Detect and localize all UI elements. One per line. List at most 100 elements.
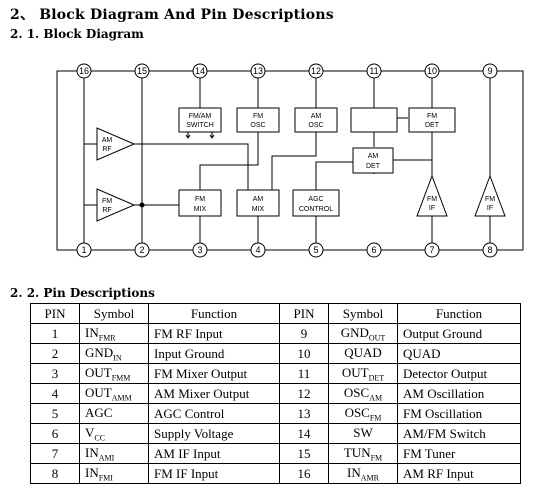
block-fm-det — [408, 107, 456, 133]
symbol-text: OUT — [85, 384, 112, 400]
top-pin-label: 15 — [137, 66, 147, 76]
top-pin-circle — [308, 63, 324, 79]
function-cell: FM RF Input — [148, 323, 280, 344]
symbol-cell: INFMR — [79, 323, 149, 344]
symbol-cell: OSCFM — [328, 403, 398, 424]
pin-desc-title: 2. 2. Pin Descriptions — [10, 286, 155, 300]
label-fmosc-2: OSC — [250, 122, 265, 129]
symbol-text: IN — [347, 464, 361, 480]
function-cell: AM RF Input — [397, 463, 521, 484]
symbol-text: IN — [85, 444, 99, 460]
symbol-cell: INAMR — [328, 463, 398, 484]
bottom-pin-circle — [366, 242, 382, 258]
symbol-subscript: DET — [368, 373, 385, 383]
bottom-pin-circle — [192, 242, 208, 258]
label-fmrf-1: FM — [102, 198, 112, 205]
top-pin-label: 11 — [369, 66, 378, 76]
symbol-subscript: FM — [370, 453, 383, 463]
function-cell: Detector Output — [397, 363, 521, 384]
amp-fm-rf — [96, 188, 136, 222]
bottom-pin-label: 4 — [255, 245, 260, 255]
block-am-det — [352, 147, 394, 174]
amp-am-rf — [96, 127, 136, 161]
bottom-pin-circle — [424, 242, 440, 258]
pin-cell: 13 — [279, 403, 329, 424]
pin-cell: 2 — [30, 343, 80, 364]
bottom-pin-label: 2 — [139, 245, 144, 255]
bottom-pin-circle — [308, 242, 324, 258]
symbol-cell: GNDOUT — [328, 323, 398, 344]
symbol-subscript: FM — [369, 413, 382, 423]
top-pin-circle — [76, 63, 92, 79]
amp-if-2 — [474, 174, 506, 217]
col-function-2: Function — [397, 303, 521, 324]
block-am-osc — [294, 107, 338, 133]
block-fm-am-switch — [178, 107, 222, 133]
symbol-text: OSC — [343, 384, 370, 400]
symbol-text: SW — [353, 424, 373, 440]
symbol-cell: INFMI — [79, 463, 149, 484]
function-cell: QUAD — [397, 343, 521, 364]
pin-cell: 8 — [30, 463, 80, 484]
pin-cell: 4 — [30, 383, 80, 404]
pin-cell: 9 — [279, 323, 329, 344]
label-amosc-1: AM — [311, 113, 322, 120]
function-cell: FM Tuner — [397, 443, 521, 464]
wire-amosc-ammix — [271, 132, 317, 190]
symbol-subscript: AMM — [111, 393, 132, 403]
symbol-subscript: FMI — [98, 473, 113, 483]
bottom-pin-circle — [134, 242, 150, 258]
pin-cell: 5 — [30, 403, 80, 424]
symbol-text: QUAD — [344, 344, 382, 360]
label-agc-2: CONTROL — [299, 206, 333, 213]
label-fmam-2: SWITCH — [186, 122, 214, 129]
wire-fmosc-fmmix — [199, 132, 259, 190]
top-pin-label: 12 — [311, 66, 321, 76]
symbol-text: IN — [85, 464, 99, 480]
block-fm-mix — [178, 189, 222, 217]
bottom-pin-circle — [250, 242, 266, 258]
function-cell: Output Ground — [397, 323, 521, 344]
pin-cell: 14 — [279, 423, 329, 444]
function-cell: FM Mixer Output — [148, 363, 280, 384]
label-fmmix-2: MIX — [194, 206, 207, 213]
symbol-text: GND — [340, 324, 369, 340]
symbol-text: V — [85, 424, 95, 440]
bottom-pin-circle — [482, 242, 498, 258]
symbol-subscript: AMR — [360, 473, 379, 483]
function-cell: AM Mixer Output — [148, 383, 280, 404]
symbol-cell: OUTAMM — [79, 383, 149, 404]
pin-cell: 10 — [279, 343, 329, 364]
top-pin-circle — [134, 63, 150, 79]
pin-cell: 11 — [279, 363, 329, 384]
label-ammix-1: AM — [253, 196, 264, 203]
top-pin-label: 13 — [253, 66, 263, 76]
block-diagram: FM/AM SWITCH FM OSC AM OSC FM DET AM DET… — [56, 63, 524, 258]
top-pin-label: 9 — [487, 66, 492, 76]
function-cell: AM IF Input — [148, 443, 280, 464]
pin-cell: 3 — [30, 363, 80, 384]
function-cell: Supply Voltage — [148, 423, 280, 444]
table-header-row: PIN Symbol Function PIN Symbol Function — [30, 303, 521, 324]
label-if1-2: IF — [429, 205, 435, 212]
col-symbol: Symbol — [79, 303, 149, 324]
symbol-subscript: OUT — [368, 333, 386, 343]
function-cell: Input Ground — [148, 343, 280, 364]
symbol-cell: AGC — [79, 403, 149, 424]
function-cell: AM/FM Switch — [397, 423, 521, 444]
bottom-pin-circle — [76, 242, 92, 258]
label-amrf-2: RF — [102, 146, 111, 153]
function-cell: FM IF Input — [148, 463, 280, 484]
col-function: Function — [148, 303, 280, 324]
top-pin-circle — [192, 63, 208, 79]
symbol-cell: OUTDET — [328, 363, 398, 384]
symbol-text: AGC — [85, 404, 113, 420]
top-pin-circle — [482, 63, 498, 79]
